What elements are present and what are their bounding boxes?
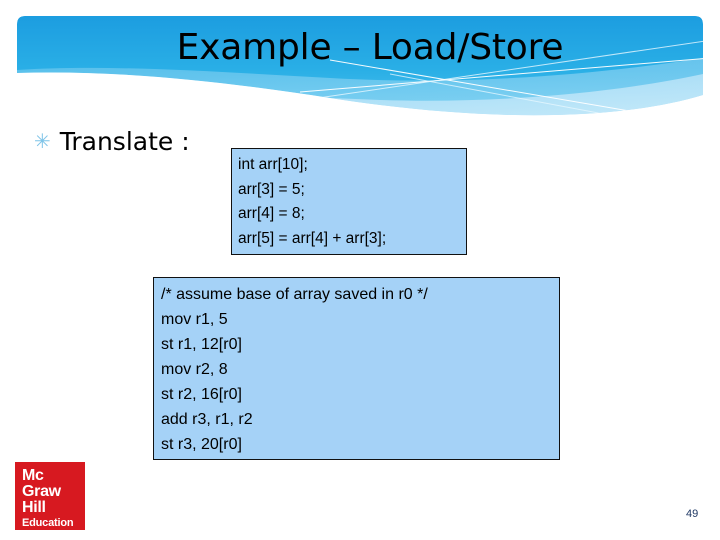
code-line: arr[5] = arr[4] + arr[3];	[238, 229, 387, 247]
asterisk-bullet-icon: ✳	[34, 129, 51, 153]
code-line: st r3, 20[r0]	[161, 436, 242, 453]
assembly-code-box: /* assume base of array saved in r0 */ m…	[153, 277, 560, 460]
bullet-label: Translate :	[59, 127, 190, 156]
code-line: st r2, 16[r0]	[161, 386, 242, 403]
bullet-row: ✳ Translate :	[34, 129, 190, 154]
code-line: add r3, r1, r2	[161, 411, 253, 428]
code-line: arr[4] = 8;	[238, 205, 305, 222]
code-line: st r1, 12[r0]	[161, 336, 242, 353]
logo-text-stack: Mc Graw Hill Education	[22, 467, 74, 530]
slide-number: 49	[686, 508, 699, 520]
code-line: /* assume base of array saved in r0 */	[161, 286, 428, 303]
logo-line-hill: Hill	[22, 499, 46, 516]
mcgraw-hill-logo: Mc Graw Hill Education	[15, 462, 85, 530]
code-line: mov r1, 5	[161, 311, 228, 328]
code-line: arr[3] = 5;	[238, 180, 305, 198]
code-line: int arr[10];	[238, 156, 308, 173]
c-source-code-box: int arr[10]; arr[3] = 5; arr[4] = 8; arr…	[231, 148, 467, 255]
logo-line-mc: Mc	[22, 467, 44, 484]
code-line: mov r2, 8	[161, 361, 228, 378]
page-title: Example – Load/Store	[176, 27, 564, 68]
logo-line-graw: Graw	[22, 483, 61, 500]
logo-line-education: Education	[22, 517, 74, 529]
